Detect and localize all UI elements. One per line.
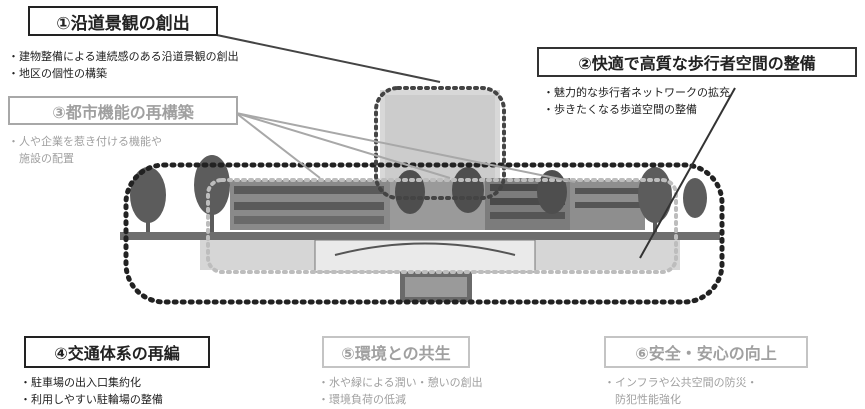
connector-line-1 [211,33,441,83]
connector-line-3a [235,112,321,179]
heading-1: ①沿道景観の創出 [28,6,218,36]
bullet-4-2: 利用しやすい駐輪場の整備 [20,391,163,408]
bullet-5-2: 環境負荷の低減 [318,391,483,408]
bullet-3-2: 施設の配置 [19,152,74,165]
bullet-1-2: 地区の個性の構築 [8,65,239,82]
heading-2: ②快適で高質な歩行者空間の整備 [537,47,857,77]
bullet-3-1: 人や企業を惹き付ける機能や [8,133,162,150]
heading-3: ③都市機能の再構築 [8,96,238,125]
underground-hall [314,239,536,273]
bullets-4: 駐車場の出入口集約化 利用しやすい駐輪場の整備 [20,374,163,408]
heading-4: ④交通体系の再編 [24,336,210,368]
bullet-6-2: 防犯性能強化 [615,393,681,406]
bullet-5-1: 水や緑による潤い・憩いの創出 [318,374,483,391]
bullets-3: 人や企業を惹き付ける機能や 施設の配置 [8,133,162,167]
bullet-2-1: 魅力的な歩行者ネットワークの拡充 [543,84,730,101]
connector-line-3c [235,112,576,183]
bullets-6: インフラや公共空間の防災・ 防犯性能強化 [604,374,758,408]
bullet-1-1: 建物整備による連続感のある沿道景観の創出 [8,48,239,65]
bullet-4-1: 駐車場の出入口集約化 [20,374,163,391]
heading-6: ⑥安全・安心の向上 [604,336,808,368]
central-building-outline [374,86,506,200]
heading-5: ⑤環境との共生 [322,336,470,368]
bullets-5: 水や緑による潤い・憩いの創出 環境負荷の低減 [318,374,483,408]
environment-zone-outline [206,178,678,274]
street-level [120,232,720,240]
connector-line-3b [235,112,451,179]
bullet-6-1: インフラや公共空間の防災・ [604,374,758,391]
bullet-2-2: 歩きたくなる歩道空間の整備 [543,101,730,118]
bullets-2: 魅力的な歩行者ネットワークの拡充 歩きたくなる歩道空間の整備 [543,84,730,118]
bullets-1: 建物整備による連続感のある沿道景観の創出 地区の個性の構築 [8,48,239,82]
transport-zone-outline [123,162,725,305]
